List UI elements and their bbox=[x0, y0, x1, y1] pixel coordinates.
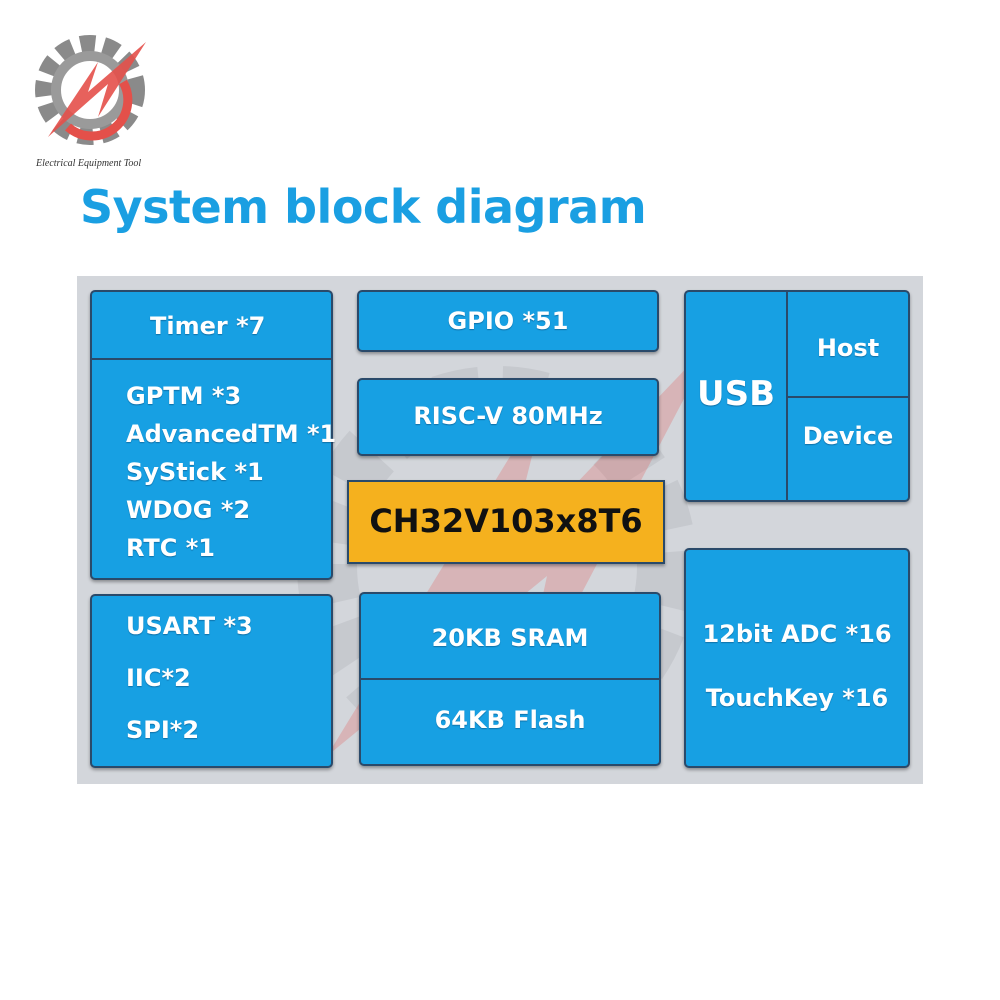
page-title: System block diagram bbox=[80, 180, 647, 234]
usb-device-label: Device bbox=[802, 422, 894, 450]
timer-divider bbox=[92, 358, 331, 360]
touchkey-label: TouchKey *16 bbox=[705, 684, 889, 712]
usb-block: USB Host Device bbox=[684, 290, 910, 502]
gpio-label: GPIO *51 bbox=[447, 307, 569, 335]
usb-host-label: Host bbox=[816, 334, 880, 362]
comm-item: SPI*2 bbox=[126, 716, 200, 744]
lightning-icon bbox=[48, 42, 146, 137]
comm-item: IIC*2 bbox=[126, 664, 191, 692]
timer-item: GPTM *3 bbox=[126, 382, 242, 410]
core-label: RISC-V 80MHz bbox=[413, 402, 603, 430]
analog-block: 12bit ADC *16 TouchKey *16 bbox=[684, 548, 910, 768]
chip-label: CH32V103x8T6 bbox=[369, 502, 643, 540]
comm-item: USART *3 bbox=[126, 612, 253, 640]
block-diagram: Timer *7 GPTM *3 AdvancedTM *1 SyStick *… bbox=[77, 276, 923, 784]
gpio-block: GPIO *51 bbox=[357, 290, 659, 352]
core-block: RISC-V 80MHz bbox=[357, 378, 659, 456]
sram-label: 20KB SRAM bbox=[431, 624, 589, 652]
memory-block: 20KB SRAM 64KB Flash bbox=[359, 592, 661, 766]
logo-caption: Electrical Equipment Tool bbox=[36, 158, 142, 169]
usb-label: USB bbox=[696, 374, 775, 414]
chip-block: CH32V103x8T6 bbox=[347, 480, 665, 564]
brand-logo bbox=[35, 35, 146, 145]
timer-item: AdvancedTM *1 bbox=[126, 420, 337, 448]
timer-block: Timer *7 GPTM *3 AdvancedTM *1 SyStick *… bbox=[90, 290, 337, 580]
timer-item: RTC *1 bbox=[126, 534, 215, 562]
memory-divider bbox=[361, 678, 659, 680]
adc-label: 12bit ADC *16 bbox=[702, 620, 892, 648]
timer-item: WDOG *2 bbox=[126, 496, 251, 524]
flash-label: 64KB Flash bbox=[434, 706, 586, 734]
comm-block: USART *3 IIC*2 SPI*2 bbox=[90, 594, 333, 768]
timer-item: SyStick *1 bbox=[126, 458, 264, 486]
timer-title: Timer *7 bbox=[150, 312, 266, 340]
usb-divider-h bbox=[786, 396, 908, 398]
